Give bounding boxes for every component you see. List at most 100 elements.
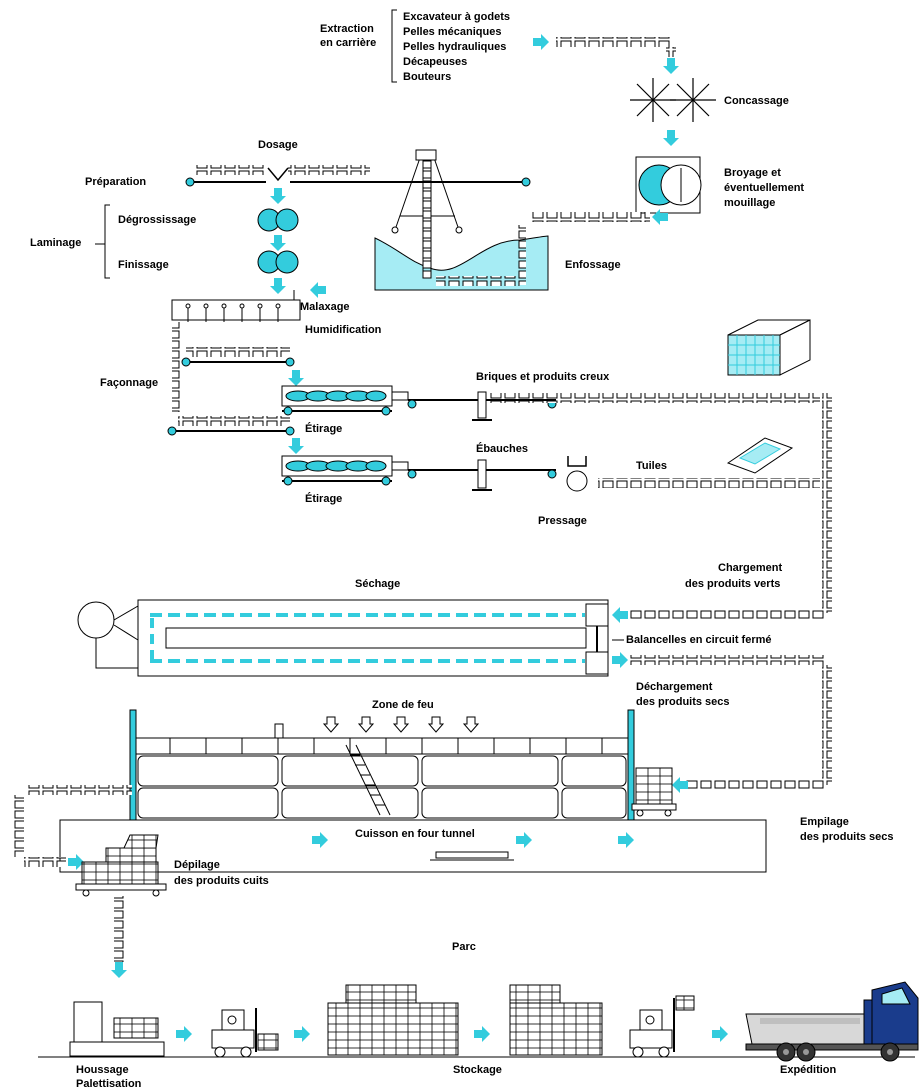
truck-icon <box>745 981 919 1062</box>
conveyor <box>630 655 826 665</box>
mixer-section: Malaxage Humidification <box>171 282 382 412</box>
arrow-icon <box>612 607 628 623</box>
chargement-label-1: Chargement <box>718 562 783 574</box>
concassage-label: Concassage <box>724 95 789 107</box>
kiln-cars <box>137 755 627 819</box>
dryer: Séchage Balancelles en circuit fermé <box>77 578 772 677</box>
machine-4: Décapeuses <box>403 56 467 68</box>
conveyor <box>28 785 132 795</box>
mixer-paddles <box>187 306 279 322</box>
conveyor <box>516 225 526 285</box>
pallet-icon <box>113 1017 159 1039</box>
crusher: Concassage <box>630 78 789 146</box>
conveyor <box>532 212 650 222</box>
extruder-screw-icon <box>285 390 387 402</box>
arrow-icon <box>712 1026 728 1042</box>
tuiles-label: Tuiles <box>636 460 667 472</box>
conveyor <box>686 780 826 790</box>
kiln-ladder <box>345 744 391 816</box>
extruder-1: Étirage Briques et produits creux <box>281 371 820 435</box>
conveyor <box>822 393 832 613</box>
extruder-screw-icon <box>285 460 387 472</box>
stockage-label: Stockage <box>453 1064 502 1076</box>
conveyor <box>822 665 832 785</box>
expedition-label: Expédition <box>780 1064 837 1076</box>
forklift-icon <box>211 1008 279 1058</box>
conveyor <box>178 416 290 426</box>
kiln-car-icon <box>435 851 509 859</box>
brick-block-icon <box>727 319 811 376</box>
crusher-star-icon <box>630 78 716 122</box>
arrow-icon <box>176 1026 192 1042</box>
forklift-icon <box>629 995 695 1058</box>
arrow-icon <box>663 58 679 74</box>
arrow-icon <box>612 652 628 668</box>
conveyor <box>114 896 124 962</box>
finissage-label: Finissage <box>118 259 169 271</box>
ebauches-label: Ébauches <box>476 442 528 455</box>
dechargement-label-2: des produits secs <box>636 696 730 708</box>
pressage-label: Pressage <box>538 515 587 527</box>
preparation-label: Préparation <box>85 176 146 188</box>
bucket-excavator-icon <box>391 149 463 279</box>
tunnel-kiln: Zone de feu <box>59 699 767 873</box>
enfossage-label: Enfossage <box>565 259 621 271</box>
briques-label: Briques et produits creux <box>476 371 610 383</box>
conveyor <box>628 610 826 620</box>
machine-3: Pelles hydrauliques <box>403 41 506 53</box>
broyage-label-2: éventuellement <box>724 182 804 194</box>
extraction-bracket <box>391 9 397 83</box>
storage-stack-icon <box>509 984 603 1056</box>
arrow-icon <box>288 370 304 386</box>
conveyor <box>196 165 266 175</box>
arrow-icon <box>288 438 304 454</box>
arrow-icon <box>270 278 286 294</box>
cuisson-label: Cuisson en four tunnel <box>355 828 475 840</box>
conveyor <box>14 795 24 857</box>
conveyor <box>490 393 820 403</box>
humidification-label: Humidification <box>305 324 382 336</box>
cutter-icon <box>477 391 487 419</box>
depilage-label-1: Dépilage <box>174 859 220 871</box>
broyage-label-3: mouillage <box>724 197 775 209</box>
conveyor <box>288 165 370 175</box>
dosage-label: Dosage <box>258 139 298 151</box>
storage-stack-icon <box>327 984 459 1056</box>
extraction-label-1: Extraction <box>320 23 374 35</box>
cutter-icon <box>477 459 487 489</box>
empilage-label-1: Empilage <box>800 816 849 828</box>
arrow-icon <box>663 130 679 146</box>
machine-2: Pelles mécaniques <box>403 26 501 38</box>
unstacking: Dépilage des produits cuits <box>75 834 269 897</box>
chargement-label-2: des produits verts <box>685 578 780 590</box>
machine-1: Excavateur à godets <box>403 11 510 23</box>
conveyor <box>24 857 66 867</box>
arrow-icon <box>270 188 286 204</box>
kiln-body <box>59 819 767 873</box>
arrow-icon <box>533 34 549 50</box>
balancelles-label: Balancelles en circuit fermé <box>626 634 772 646</box>
brick-stack-icon <box>631 767 677 817</box>
empilage-label-2: des produits secs <box>800 831 894 843</box>
zone-feu-label: Zone de feu <box>372 699 434 711</box>
machine-5: Bouteurs <box>403 71 451 83</box>
extraction-label-2: en carrière <box>320 37 376 49</box>
press-wheel-icon <box>566 470 588 492</box>
malaxage-label: Malaxage <box>300 301 350 313</box>
dechargement-label-1: Déchargement <box>636 681 713 693</box>
conveyor <box>556 37 670 47</box>
etirage-label-2: Étirage <box>305 492 342 505</box>
hopper-icon <box>267 167 289 182</box>
conveyor <box>598 478 820 488</box>
degrossissage-label: Dégrossissage <box>118 214 196 226</box>
conveyor <box>172 322 182 412</box>
storage-pit: Enfossage <box>374 149 621 291</box>
depilage-label-2: des produits cuits <box>174 875 269 887</box>
extraction-section: Extraction en carrière Excavateur à gode… <box>320 9 679 83</box>
parc-label: Parc <box>452 941 476 953</box>
sechage-label: Séchage <box>355 578 400 590</box>
dosage-section: Dosage Préparation <box>85 139 531 204</box>
fire-arrow-icons <box>322 716 480 733</box>
arrow-icon <box>270 235 286 251</box>
